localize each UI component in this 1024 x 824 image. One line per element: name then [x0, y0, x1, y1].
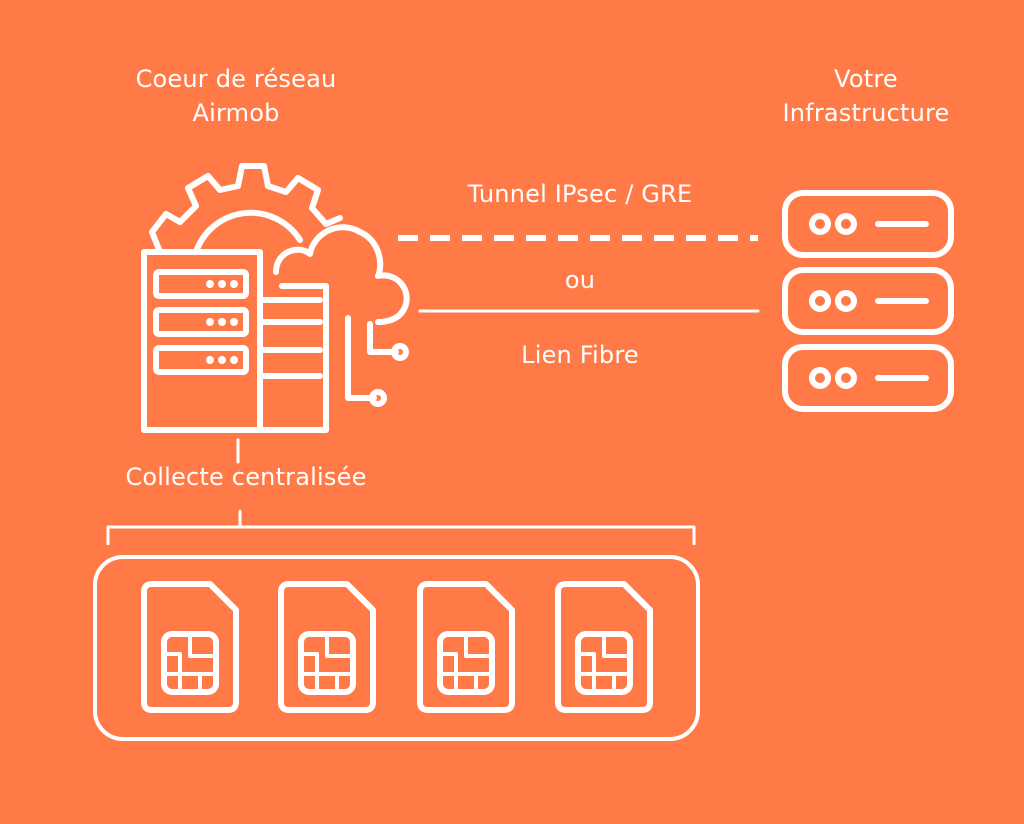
sim-card-icon [278, 581, 376, 713]
sim-card-icon [141, 581, 239, 713]
sim-card-icon [555, 581, 653, 713]
sim-card-icon [417, 581, 515, 713]
sim-container [93, 555, 700, 741]
core-network-title: Coeur de réseau Airmob [136, 62, 337, 130]
circuit-icon [345, 315, 409, 407]
fiber-label: Lien Fibre [521, 341, 639, 369]
collect-bracket [106, 510, 696, 545]
cloud-icon [273, 224, 410, 325]
infrastructure-title-line2: Infrastructure [782, 99, 950, 127]
or-label: ou [564, 266, 596, 294]
server-stack-icon [782, 190, 954, 412]
collection-label: Collecte centralisée [125, 463, 367, 491]
infrastructure-title-line1: Votre [834, 65, 898, 93]
gear-icon [149, 163, 343, 255]
core-network-title-line1: Coeur de réseau [135, 65, 337, 93]
core-network-title-line2: Airmob [192, 99, 280, 127]
server-rack-icon [141, 249, 329, 433]
tunnel-label: Tunnel IPsec / GRE [467, 180, 693, 208]
core-network-icon [141, 163, 410, 433]
infrastructure-title: Votre Infrastructure [782, 62, 949, 130]
